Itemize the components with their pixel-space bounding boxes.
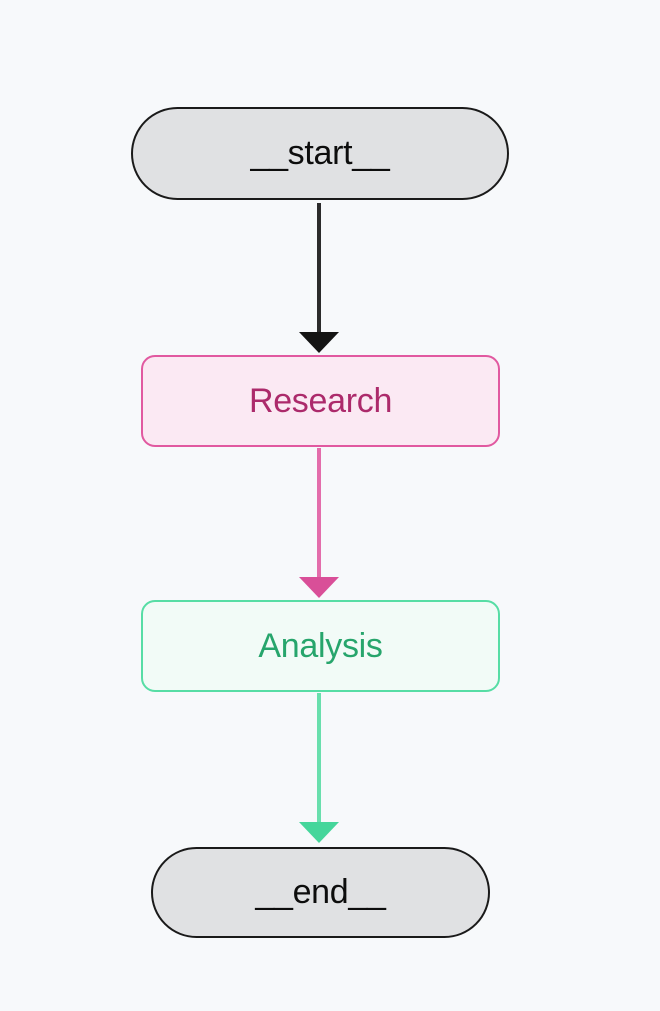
node-analysis: Analysis [141,600,500,692]
node-end: __end__ [151,847,490,938]
edge-research-to-analysis-shaft [317,448,321,579]
node-research-label: Research [248,381,393,420]
node-start: __start__ [131,107,509,200]
edge-research-to-analysis-arrowhead [299,577,339,598]
edge-analysis-to-end-shaft [317,693,321,824]
node-start-label: __start__ [250,134,390,172]
node-analysis-label: Analysis [258,626,383,665]
edge-start-to-research-shaft [317,203,321,334]
node-research: Research [141,355,500,447]
edge-analysis-to-end-arrowhead [299,822,339,843]
edge-start-to-research-arrowhead [299,332,339,353]
node-end-label: __end__ [255,873,386,911]
